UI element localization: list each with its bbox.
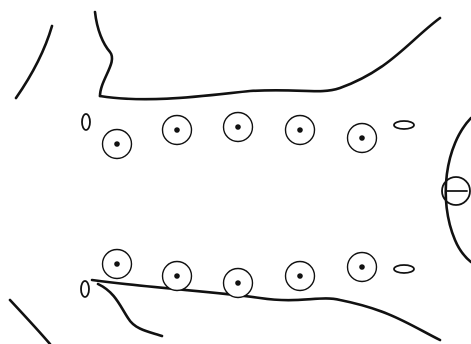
ringed-dot: [103, 250, 132, 279]
ringed-dot: [348, 253, 377, 282]
ringed-dot: [103, 130, 132, 159]
ringed-dot: [286, 116, 315, 145]
upper-left-oval: [82, 114, 90, 130]
ringed-dot: [224, 113, 253, 142]
ringed-dot: [224, 269, 253, 298]
lower-left-oval: [81, 281, 89, 297]
upper-right-oval: [394, 121, 414, 129]
ringed-dot: [163, 116, 192, 145]
ringed-dot: [163, 262, 192, 291]
lower-right-oval: [394, 265, 414, 273]
upper-row: [82, 113, 414, 159]
circle-with-t-icon: [442, 177, 470, 205]
right-end-curve: [446, 118, 471, 262]
upper-flap-edge: [95, 12, 112, 96]
left-top-edge: [16, 26, 52, 98]
upper-boundary-curve: [100, 18, 440, 99]
ringed-dot: [348, 124, 377, 153]
left-bottom-edge: [10, 300, 50, 344]
ringed-dot: [286, 262, 315, 291]
lower-flap-edge: [98, 284, 162, 336]
lower-row: [81, 250, 414, 298]
